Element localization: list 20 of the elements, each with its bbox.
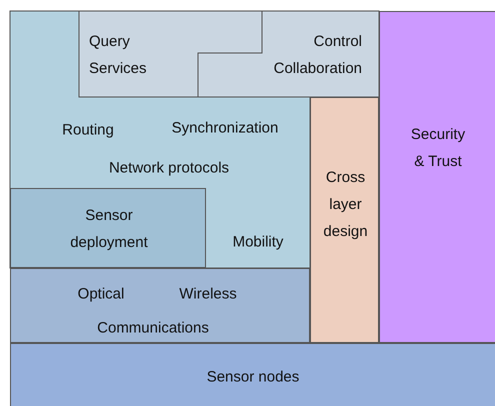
layer-label: Network protocols [108, 158, 230, 178]
layer-block [198, 11, 379, 97]
layer-panel [10, 268, 310, 343]
layer-label: Sensor deployment [69, 206, 149, 253]
layer-label: Synchronization [172, 118, 278, 138]
layer-label: Query Services [89, 32, 148, 79]
layer-block [79, 11, 262, 97]
layer-panel [379, 11, 495, 343]
layer-label: Mobility [232, 232, 284, 252]
layer-label: Security & Trust [410, 125, 466, 172]
layer-label: Sensor nodes [206, 368, 300, 388]
layer-panel [10, 188, 206, 268]
layer-label: Routing [62, 120, 114, 140]
layer-label: Cross layer design [322, 168, 369, 242]
layer-label: Communications [97, 318, 209, 338]
layer-label: Wireless [179, 284, 237, 304]
layer-panel [310, 97, 379, 343]
layer-label: Control Collaboration [272, 32, 362, 79]
layer-label: Optical [78, 284, 124, 304]
layer-panel [10, 343, 495, 406]
